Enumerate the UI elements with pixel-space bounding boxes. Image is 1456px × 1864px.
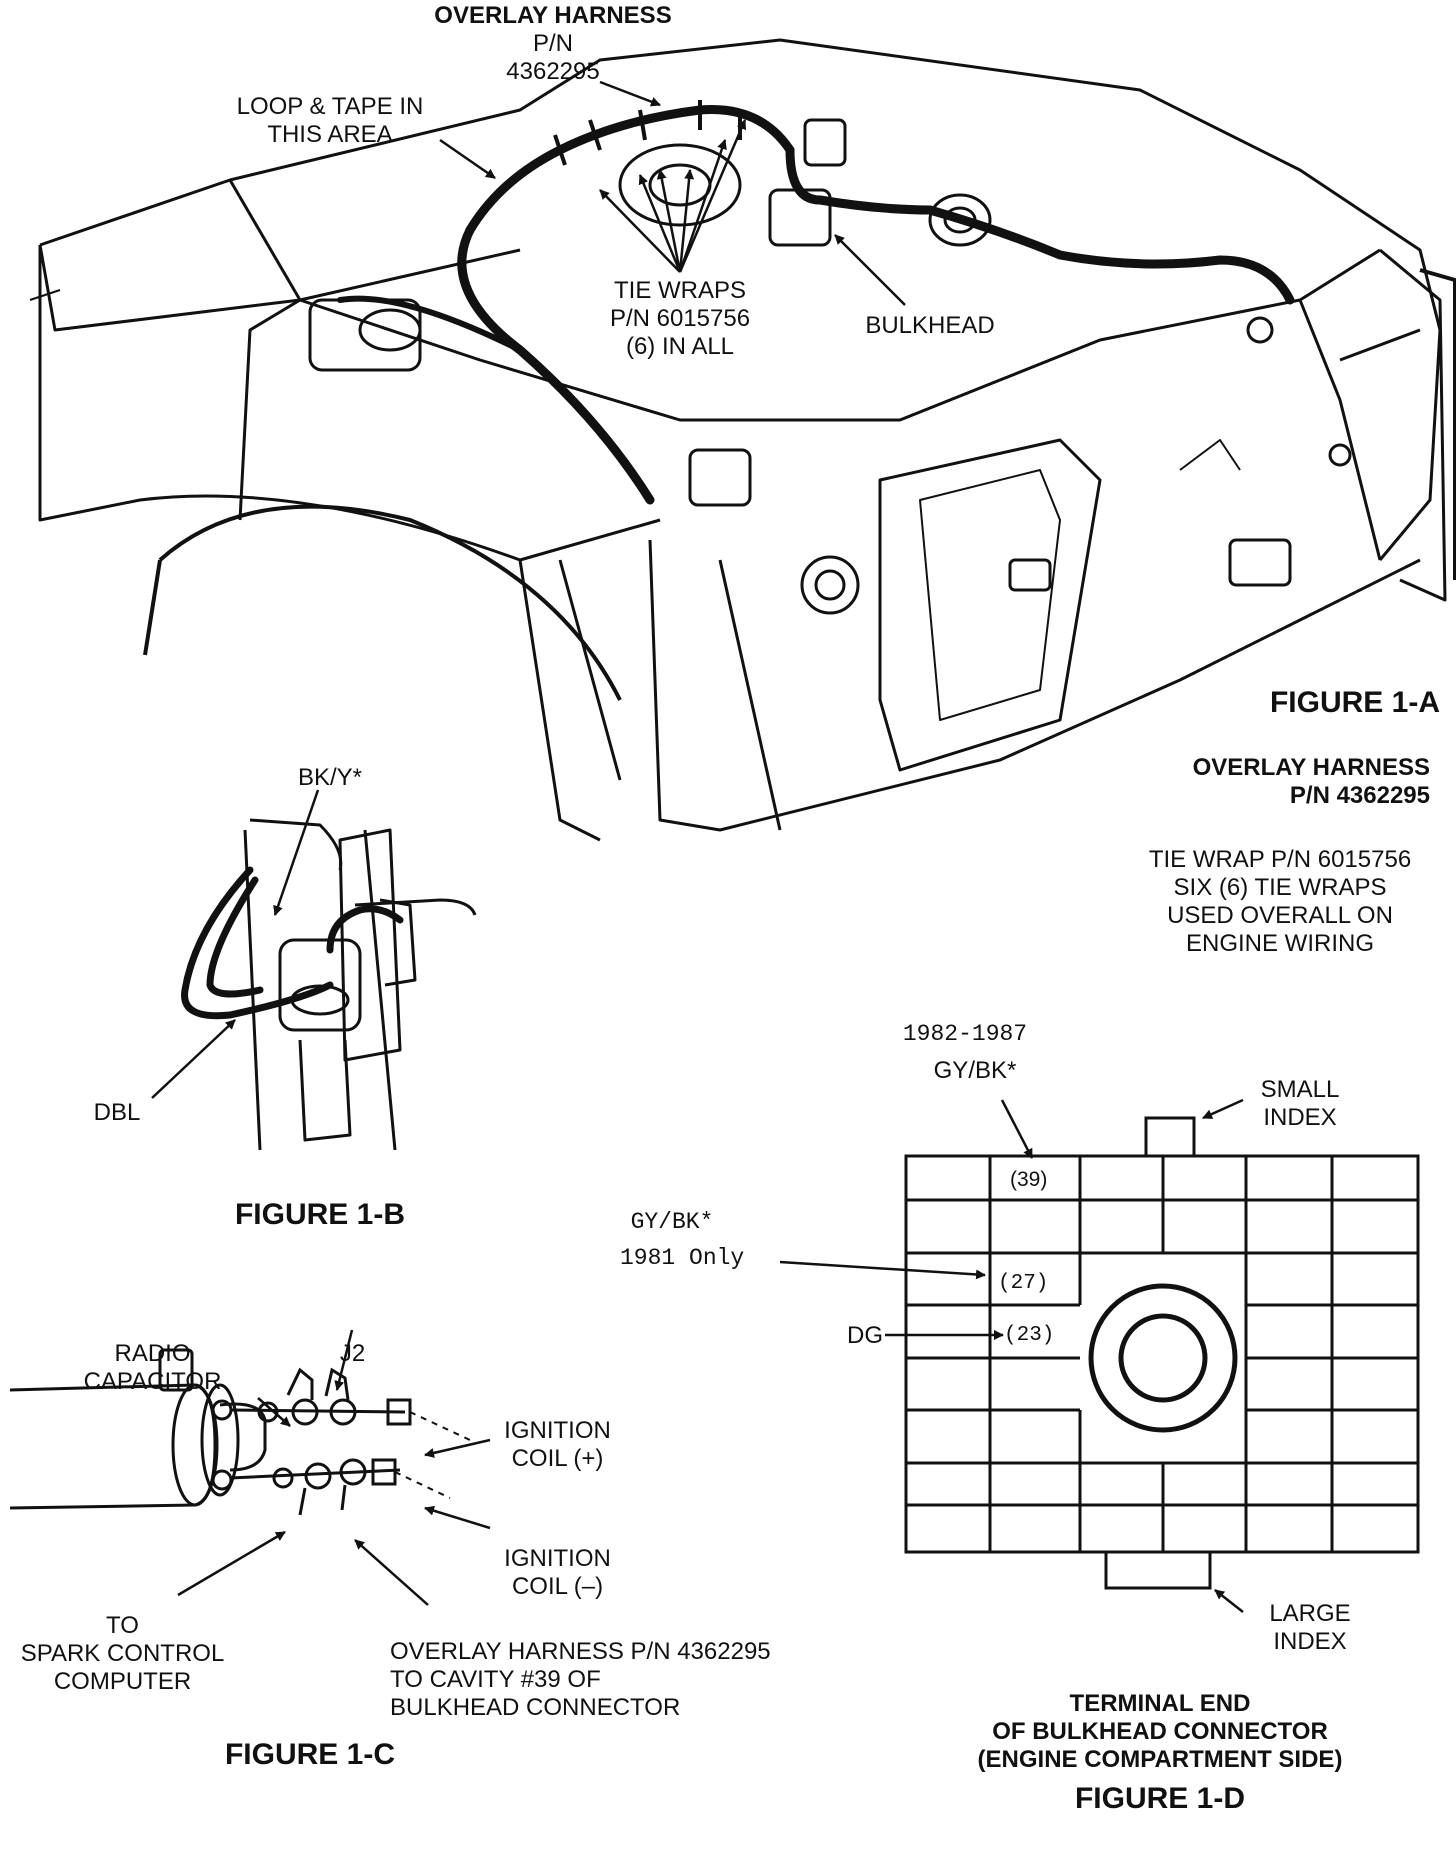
cavity-27: (27) — [998, 1272, 1049, 1295]
small-index-label: SMALL INDEX — [1260, 1076, 1340, 1131]
bulkhead-connector-caption: TERMINAL END OF BULKHEAD CONNECTOR (ENGI… — [977, 1690, 1343, 1773]
dbl-wire-label: DBL — [93, 1099, 141, 1126]
cavity-39: (39) — [1010, 1168, 1048, 1191]
figure-1c-title: FIGURE 1-C — [224, 1738, 395, 1771]
only-1981-label: 1981 Only — [620, 1245, 745, 1271]
overlay-harness-wiring — [337, 105, 1295, 505]
coil-dashed-leads — [394, 1411, 471, 1499]
figure-1d-leader-arrows — [779, 1098, 1244, 1613]
figure-1a-caption: OVERLAY HARNESS P/N 4362295 — [1192, 754, 1430, 809]
figure-1c-leader-arrows — [177, 1329, 491, 1606]
bulkhead-callout: BULKHEAD — [865, 312, 995, 339]
bk-y-wire-label: BK/Y* — [297, 764, 363, 791]
bulkhead-connector-drawing — [904, 1116, 1420, 1590]
overlay-harness-callout: OVERLAY HARNESS P/N 4362295 — [434, 2, 672, 85]
figure-1b-title: FIGURE 1-B — [234, 1198, 405, 1231]
large-index-label: LARGE INDEX — [1269, 1600, 1351, 1655]
j2-label: J2 — [339, 1340, 366, 1367]
figure-1a-title: FIGURE 1-A — [1269, 686, 1440, 719]
figure-1a-leader-arrows — [439, 80, 906, 306]
gy-bk-top-label: GY/BK* — [933, 1057, 1017, 1084]
tie-wraps-callout: TIE WRAPS P/N 6015756 (6) IN ALL — [609, 277, 751, 360]
terminal-hardware — [257, 1367, 412, 1516]
ignition-coil-minus-label: IGNITION COIL (–) — [504, 1545, 611, 1600]
engine-compartment-drawing — [29, 38, 1456, 842]
overlay-harness-cavity-note: OVERLAY HARNESS P/N 4362295 TO CAVITY #3… — [390, 1638, 771, 1721]
coil-wires — [181, 866, 404, 1020]
ignition-coil-plus-label: IGNITION COIL (+) — [504, 1417, 611, 1472]
figure-1b-leader-arrows — [151, 789, 320, 1099]
dg-wire-label: DG — [847, 1322, 883, 1349]
years-label: 1982-1987 — [902, 1021, 1028, 1047]
figure-1d-title: FIGURE 1-D — [1074, 1782, 1245, 1815]
spark-control-label: TO SPARK CONTROL COMPUTER — [20, 1612, 225, 1695]
coil-detail-drawing — [243, 818, 477, 1151]
cavity-23: (23) — [1004, 1324, 1055, 1347]
tie-wrap-note: TIE WRAP P/N 6015756 SIX (6) TIE WRAPS U… — [1148, 846, 1412, 957]
gy-bk-1981-label: GY/BK* — [630, 1209, 714, 1235]
radio-capacitor-label: RADIO CAPACITOR — [83, 1340, 222, 1395]
loop-tape-callout: LOOP & TAPE IN THIS AREA — [236, 93, 424, 148]
